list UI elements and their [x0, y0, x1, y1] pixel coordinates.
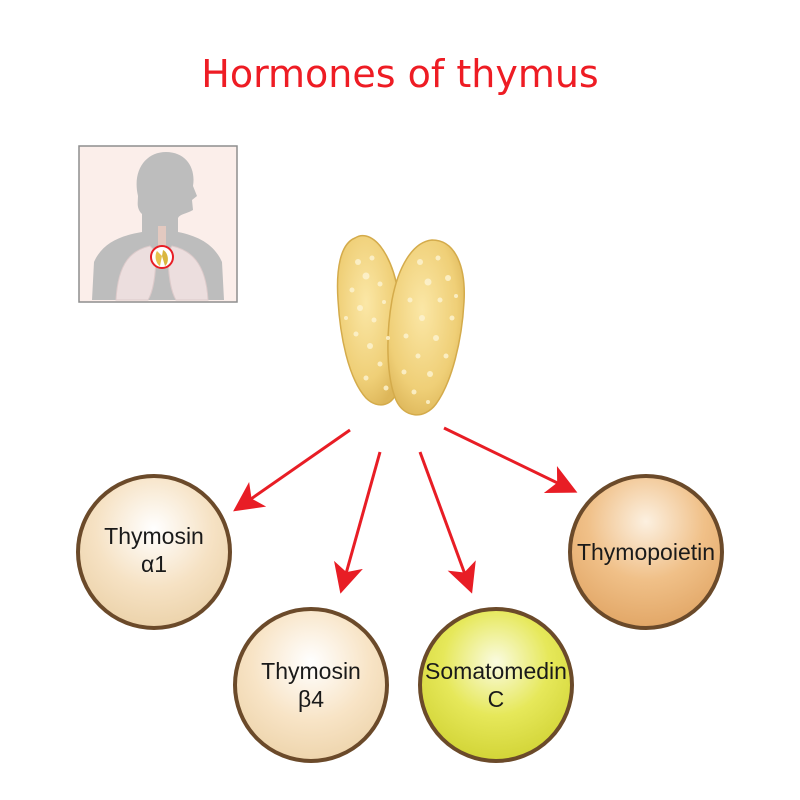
thymopoietin-label: Thymopoietin: [576, 539, 716, 565]
thymus-gland-icon: [336, 234, 465, 416]
thymopoietin-circle: [568, 474, 724, 630]
human-upper-body-with-thymus-icon: [78, 145, 238, 303]
somatomedin-c-label: Somatomedin C: [425, 658, 567, 712]
thymosin-alpha1-label: Thymosin α1: [104, 523, 204, 577]
arrow-to-somatomedin-c: [418, 451, 476, 594]
thymosin-beta4-label: Thymosin β4: [261, 658, 361, 712]
arrow-to-thymosin-beta4: [334, 451, 382, 594]
thymosin-alpha1-circle: [76, 474, 232, 630]
somatomedin-c-circle: [418, 607, 574, 763]
page-title: Hormones of thymus: [201, 52, 599, 96]
arrow-to-thymopoietin: [443, 426, 578, 494]
thymosin-beta4-circle: [233, 607, 389, 763]
arrow-to-thymosin-alpha1: [233, 428, 351, 512]
